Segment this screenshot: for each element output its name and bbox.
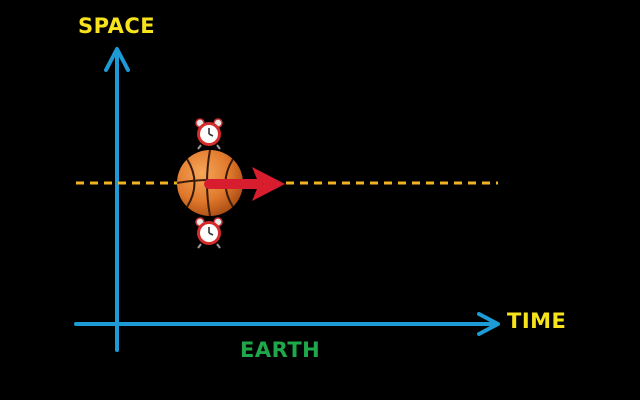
space-axis xyxy=(104,47,130,352)
alarm-clock-icon xyxy=(195,217,223,249)
space-axis-label: SPACE xyxy=(78,14,156,38)
time-axis xyxy=(74,312,500,336)
earth-label: EARTH xyxy=(240,338,321,362)
alarm-clock-icon xyxy=(195,118,223,150)
time-axis-label: TIME xyxy=(507,309,567,333)
arrow-right-icon xyxy=(204,167,285,201)
